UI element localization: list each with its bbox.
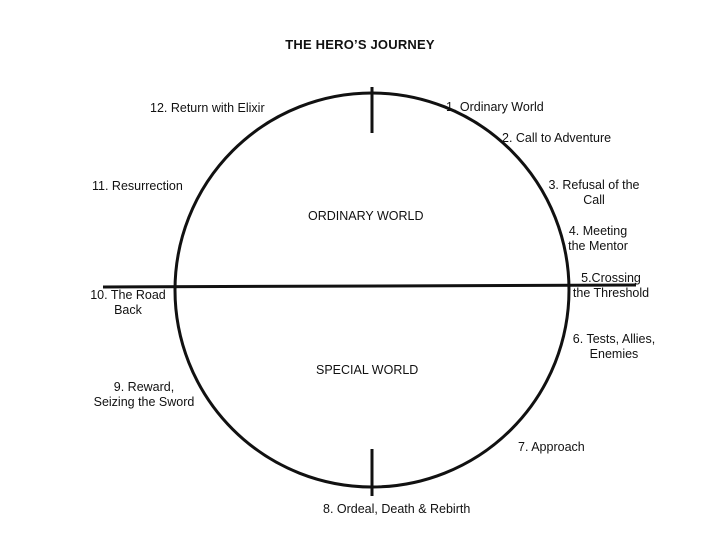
stage-9-label: 9. Reward, Seizing the Sword: [80, 380, 208, 410]
stage-3-line-2: Call: [583, 193, 605, 207]
stage-4-line-2: the Mentor: [568, 239, 628, 253]
stage-5-line-2: the Threshold: [572, 286, 650, 300]
stage-6-line-1: 6. Tests, Allies,: [572, 332, 656, 346]
stage-3-label: 3. Refusal of the Call: [540, 178, 648, 208]
stage-1-label: 1. Ordinary World: [446, 100, 544, 114]
stage-6-label: 6. Tests, Allies, Enemies: [564, 332, 664, 362]
journey-circle: [173, 91, 571, 489]
stage-4-line-1: 4. Meeting: [568, 224, 628, 238]
stage-2-label: 2. Call to Adventure: [502, 131, 612, 145]
stage-6-line-2: Enemies: [589, 347, 639, 361]
stage-10-line-1: 10. The Road: [90, 288, 166, 302]
stage-8-label: 8. Ordeal, Death & Rebirth: [323, 502, 471, 516]
stage-5-line-1: 5.Crossing: [581, 271, 641, 285]
stage-9-line-1: 9. Reward,: [113, 380, 175, 394]
stage-7-label: 7. Approach: [518, 440, 585, 454]
stage-12-label: 12. Return with Elixir: [150, 101, 265, 115]
stage-5-label: 5.Crossing the Threshold: [566, 271, 656, 301]
threshold-divider-line: [102, 283, 637, 289]
region-ordinary-world: ORDINARY WORLD: [308, 209, 424, 223]
region-special-world: SPECIAL WORLD: [316, 363, 419, 377]
stage-9-line-2: Seizing the Sword: [93, 395, 195, 409]
diagram-title: THE HERO’S JOURNEY: [285, 37, 435, 52]
stage-11-label: 11. Resurrection: [92, 179, 183, 193]
stage-4-label: 4. Meeting the Mentor: [555, 224, 641, 254]
stage-10-line-2: Back: [114, 303, 142, 317]
stage-3-line-1: 3. Refusal of the: [548, 178, 640, 192]
stage-10-label: 10. The Road Back: [78, 288, 178, 318]
